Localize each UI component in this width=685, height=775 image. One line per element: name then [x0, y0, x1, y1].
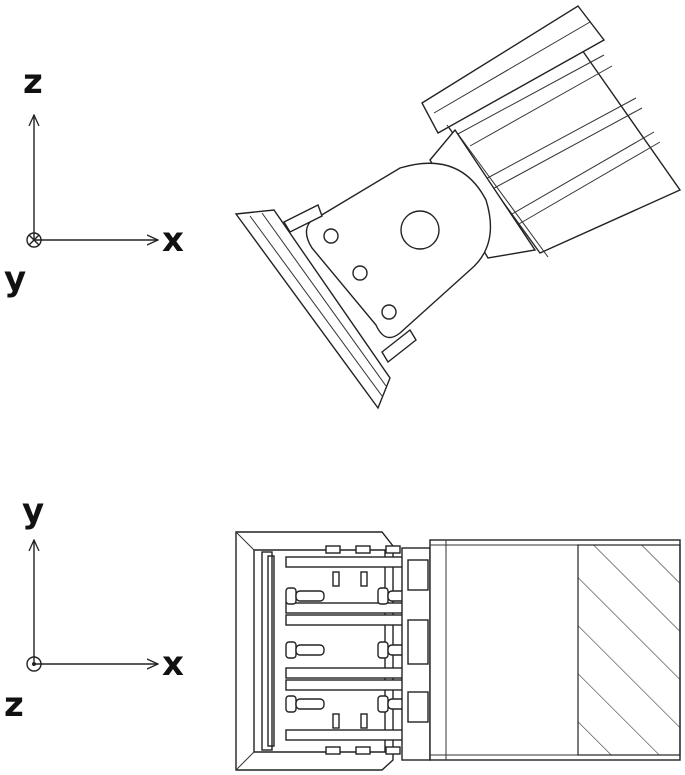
- bottom-vertical-axis-label: y: [22, 491, 44, 531]
- mounting-plate: [305, 162, 492, 339]
- lower-clamp: [381, 328, 417, 364]
- side-view-mechanism: [234, 5, 682, 410]
- bolt-hole-1: [323, 228, 339, 244]
- pivot-hole: [400, 210, 440, 250]
- top-vertical-axis-label: z: [23, 62, 43, 102]
- top-depth-axis-label: y: [4, 259, 26, 299]
- bolt-3: [285, 695, 325, 713]
- upper-clamp: [283, 204, 323, 233]
- edge-nuts: [325, 545, 401, 755]
- bolt-2: [285, 641, 325, 659]
- tilted-housing-box: [421, 5, 682, 258]
- hatched-section: [577, 544, 681, 756]
- blade-frame-inner: [253, 549, 386, 753]
- top-horizontal-axis-label: x: [162, 220, 184, 260]
- out-of-page-symbol: [26, 656, 42, 672]
- bolt-1: [285, 587, 325, 605]
- top-axis-triad: z x y: [4, 62, 184, 299]
- bottom-horizontal-axis-label: x: [162, 644, 184, 684]
- bottom-axis-triad: y x z: [4, 491, 184, 725]
- scraper-blade: [234, 209, 391, 410]
- into-page-symbol: [26, 232, 42, 248]
- bottom-depth-axis-label: z: [4, 685, 24, 725]
- plan-view-mechanism: [235, 531, 681, 771]
- bolt-hole-3: [381, 304, 397, 320]
- connector-brackets: [401, 547, 431, 761]
- bolt-hole-2: [352, 265, 368, 281]
- bolt-row-left: [285, 587, 325, 713]
